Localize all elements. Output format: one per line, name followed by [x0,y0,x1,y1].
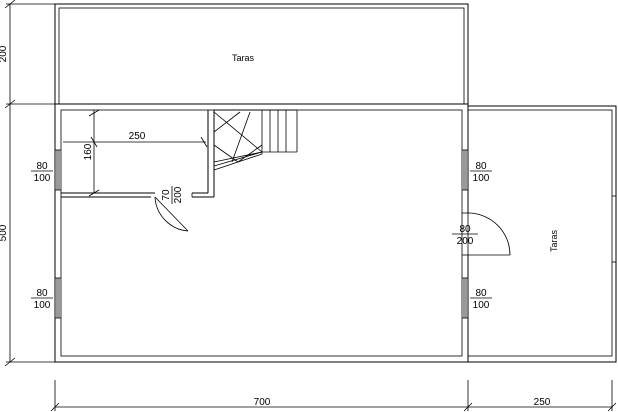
room-width-label: 250 [129,131,146,142]
bottom-dimensions: 700 250 [50,380,617,412]
window-right-upper-width: 80 [475,161,487,172]
right-terrace-label: Taras [549,230,559,253]
staircase [213,109,298,171]
house-depth-label: 500 [0,224,9,241]
total-width-label: 700 [254,397,271,408]
window-right-lower-width: 80 [475,288,487,299]
window-left-upper: 80 100 [31,149,61,191]
window-right-lower-height: 100 [473,300,490,311]
window-right-lower: 80 100 [462,277,492,319]
top-terrace: Taras [54,3,469,105]
top-terrace-depth-label: 200 [0,45,9,62]
interior-door-height: 200 [173,186,184,203]
exterior-door-width: 80 [459,224,471,235]
room-depth-label: 160 [83,143,94,160]
terrace-width-label: 250 [534,397,551,408]
interior-door-width: 70 [161,189,172,201]
small-room [61,110,215,198]
right-terrace: Taras [467,105,617,363]
window-left-lower-height: 100 [34,300,51,311]
window-left-upper-height: 100 [34,173,51,184]
left-dimensions: 200 500 [0,0,55,367]
window-left-upper-width: 80 [36,161,48,172]
exterior-door-height: 200 [457,236,474,247]
interior-door: 70 200 [154,186,189,232]
top-terrace-label: Taras [232,53,255,63]
window-left-lower-width: 80 [36,288,48,299]
exterior-door: 80 200 [452,212,511,256]
house-walls [54,103,469,363]
room-dimensions: 250 160 [63,109,208,197]
window-left-lower: 80 100 [31,277,61,319]
window-right-upper-height: 100 [473,173,490,184]
window-right-upper: 80 100 [462,149,492,191]
